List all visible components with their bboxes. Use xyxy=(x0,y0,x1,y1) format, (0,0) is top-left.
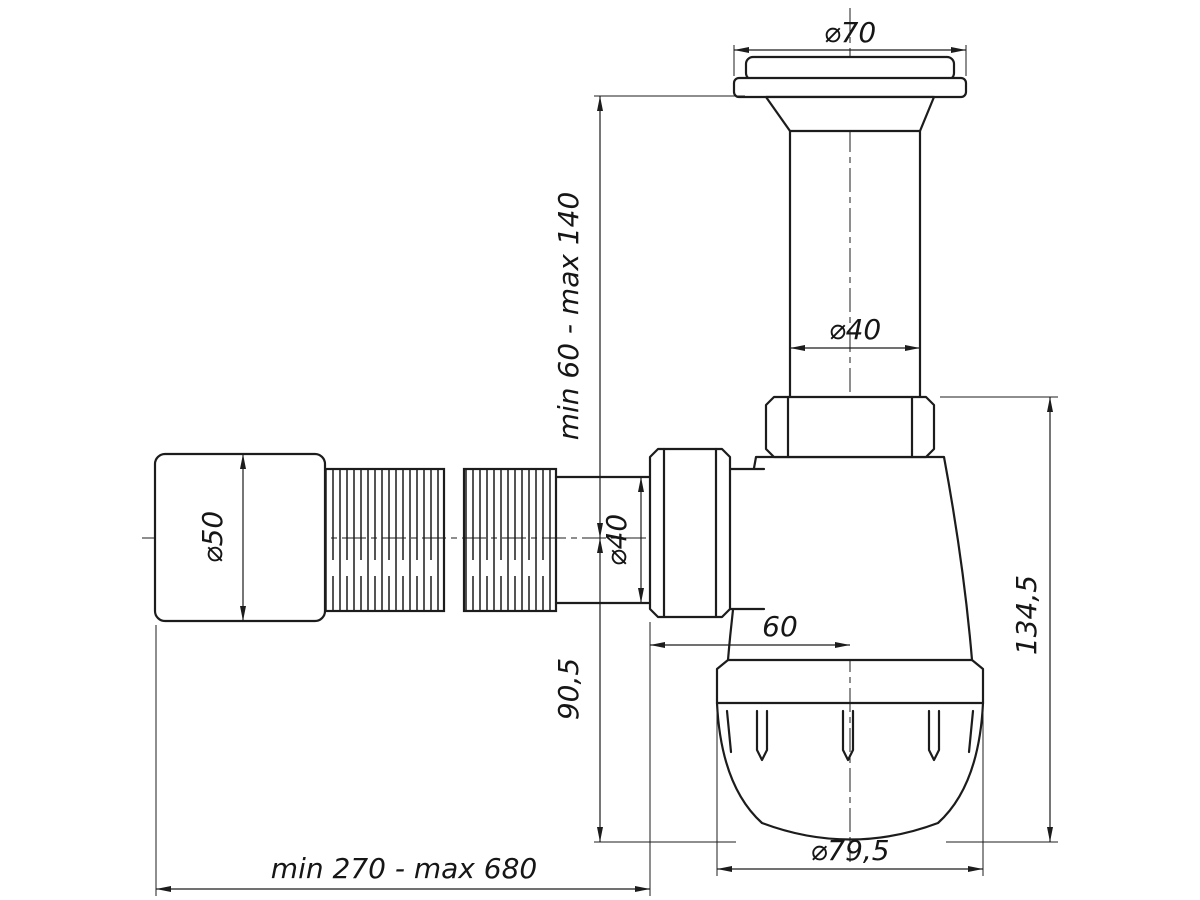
dim-label-adjustable-height: min 60 - max 140 xyxy=(552,192,585,441)
cup-bowl xyxy=(715,701,985,841)
cup-slot-left xyxy=(755,709,769,762)
dim-label-inlet-offset: 60 xyxy=(762,610,798,643)
dim-label-axis-to-bottom: 90,5 xyxy=(552,658,585,720)
dim-label-adjustable-length: min 270 - max 680 xyxy=(271,852,537,885)
dim-adjustable-length: min 270 - max 680 xyxy=(155,625,651,896)
dim-adjustable-height: min 60 - max 140 xyxy=(552,95,745,538)
vertical-pipe xyxy=(788,129,922,400)
dim-cup-diameter: ⌀79,5 xyxy=(716,707,984,876)
dim-trap-height: 134,5 xyxy=(940,396,1058,843)
dim-label-outlet-pipe-diameter: ⌀40 xyxy=(600,514,633,567)
drain-flange xyxy=(732,55,968,133)
dim-label-flange-diameter: ⌀70 xyxy=(824,16,877,49)
dim-label-outlet-end-diameter: ⌀50 xyxy=(196,511,229,564)
dim-outlet-pipe-diameter: ⌀40 xyxy=(600,477,644,603)
trap-cup xyxy=(715,658,985,841)
cup-edge-mark-left xyxy=(725,709,733,754)
flange-plate xyxy=(732,76,968,99)
outlet-assembly xyxy=(153,452,658,623)
dimensions: ⌀70 ⌀40 min 60 - max 140 90,5 134,5 xyxy=(155,16,1058,896)
cup-slot-right xyxy=(927,709,941,762)
cup-edge-mark-right xyxy=(967,709,975,754)
dim-inlet-offset: 60 xyxy=(649,610,850,652)
corrugated-pipe-segment-a xyxy=(320,467,446,613)
dim-label-pipe-diameter: ⌀40 xyxy=(829,313,882,346)
dim-label-cup-diameter: ⌀79,5 xyxy=(810,834,889,867)
dim-axis-to-bottom: 90,5 xyxy=(552,538,736,843)
corrugated-pipe-segment-b xyxy=(462,467,558,613)
cup-collar-left xyxy=(715,658,730,705)
cup-slot-center xyxy=(841,709,855,762)
outlet-end-cylinder xyxy=(153,452,327,623)
cup-collar-right xyxy=(970,658,985,705)
dim-outlet-end-diameter: ⌀50 xyxy=(196,454,246,621)
side-union-nut xyxy=(648,447,732,619)
top-union-nut xyxy=(764,395,936,459)
dim-label-trap-height: 134,5 xyxy=(1010,575,1043,655)
flange-cone xyxy=(764,95,936,133)
flange-cap xyxy=(744,55,956,82)
dim-pipe-diameter: ⌀40 xyxy=(790,313,920,351)
dim-flange-diameter: ⌀70 xyxy=(733,16,967,76)
